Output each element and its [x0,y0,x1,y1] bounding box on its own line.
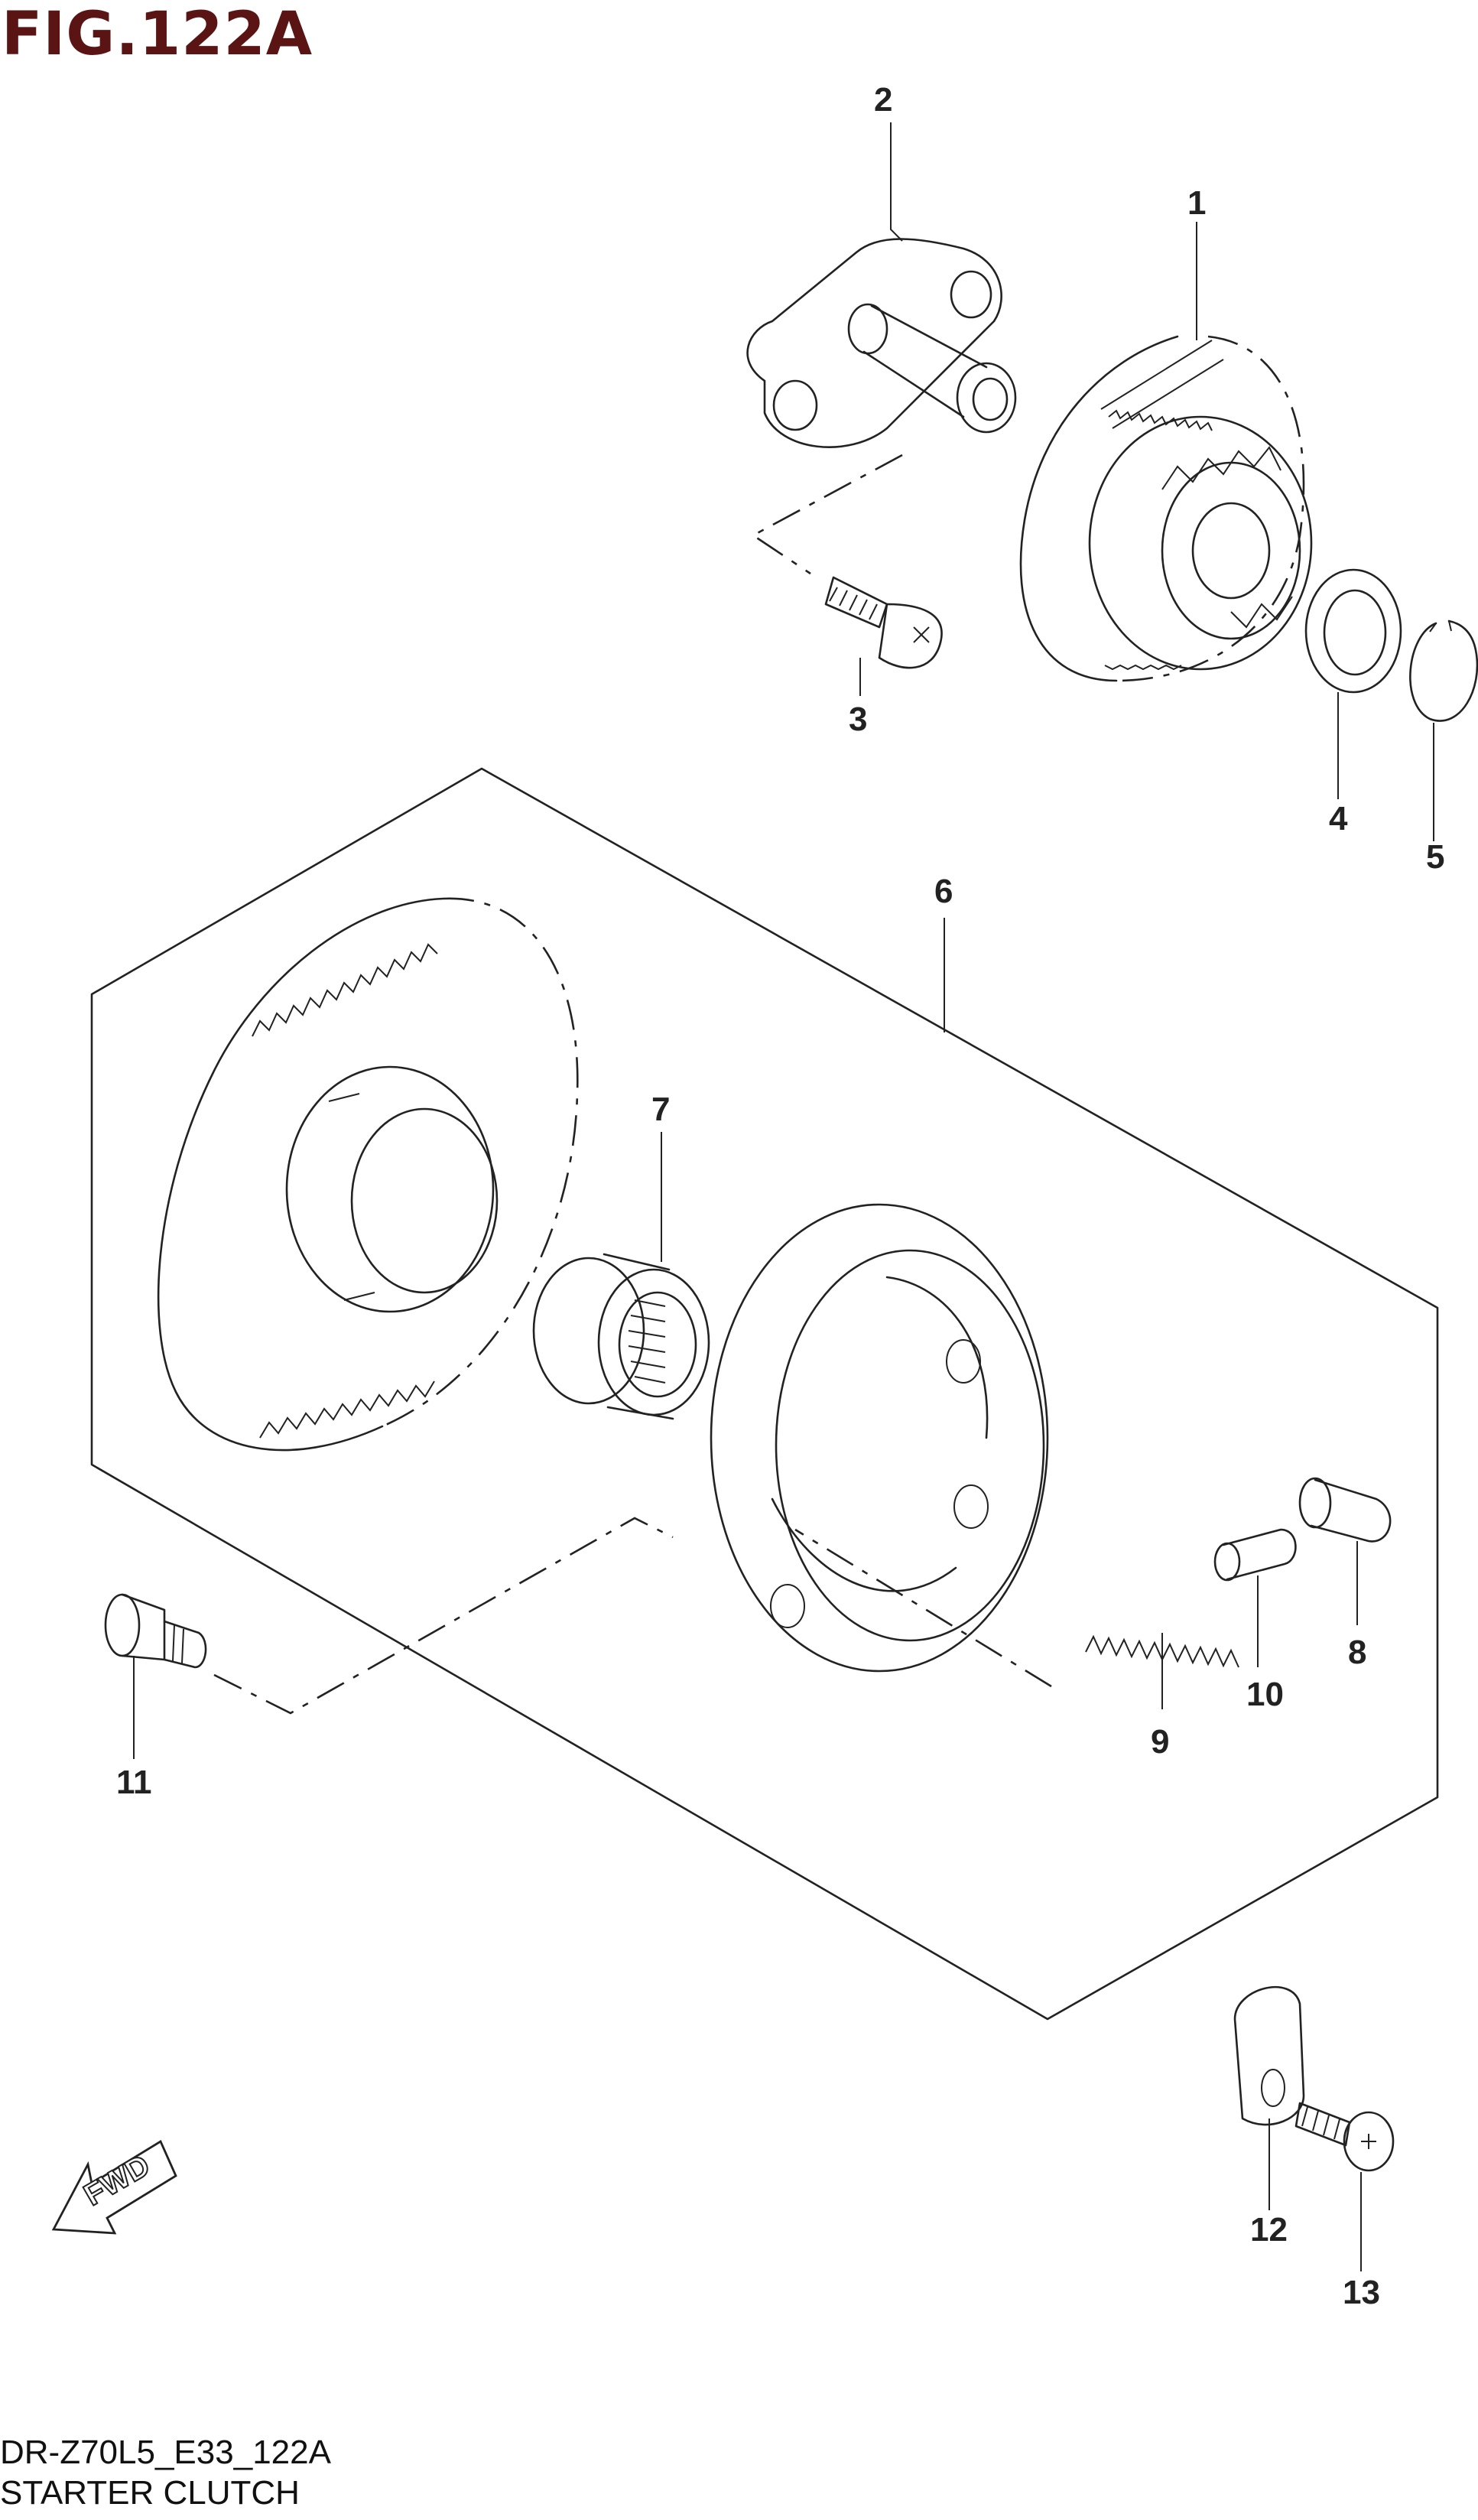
part-6-clutch-housing[interactable] [710,1203,1049,1673]
diagram-name: STARTER CLUTCH [0,2474,300,2512]
part-10-plunger[interactable] [1213,1528,1297,1582]
part-2-shaft-bracket[interactable] [746,238,1017,448]
part-1-starter-gear[interactable] [1019,335,1313,682]
callout-11: 11 [116,1764,152,1801]
leader-lines [133,122,1434,2271]
callout-13: 13 [1343,2274,1380,2311]
callout-4: 4 [1329,800,1348,837]
callout-8: 8 [1348,1634,1366,1671]
part-8-roller[interactable] [1298,1477,1392,1543]
part-11-bolt[interactable] [104,1593,207,1669]
assembly-group-outline [90,767,1439,2021]
fwd-arrow-icon: FWD [51,2139,177,2235]
part-3-screw[interactable] [824,576,943,669]
callout-3: 3 [849,701,867,738]
leader-11 [213,1517,674,1715]
leader-6-housing [794,1528,1052,1688]
leader-2-3 [751,454,903,575]
callout-2: 2 [874,81,892,119]
part-7-needle-bearing[interactable] [532,1253,710,1420]
callout-6: 6 [934,873,953,910]
callout-7: 7 [651,1091,670,1128]
part-4-washer[interactable] [1304,568,1402,694]
part-13-screw[interactable] [1294,2102,1395,2172]
callout-9: 9 [1151,1723,1169,1761]
part-6-clutch-gear[interactable] [157,897,579,1452]
callout-1: 1 [1187,184,1206,222]
callout-12: 12 [1250,2211,1288,2248]
diagram-code: DR-Z70L5_E33_122A [0,2434,331,2471]
part-12-plate[interactable] [1233,1985,1305,2126]
part-5-circlip[interactable] [1409,619,1478,722]
callout-5: 5 [1426,838,1444,876]
figure-title: FIG.122A [2,0,313,69]
callout-10: 10 [1246,1676,1284,1713]
